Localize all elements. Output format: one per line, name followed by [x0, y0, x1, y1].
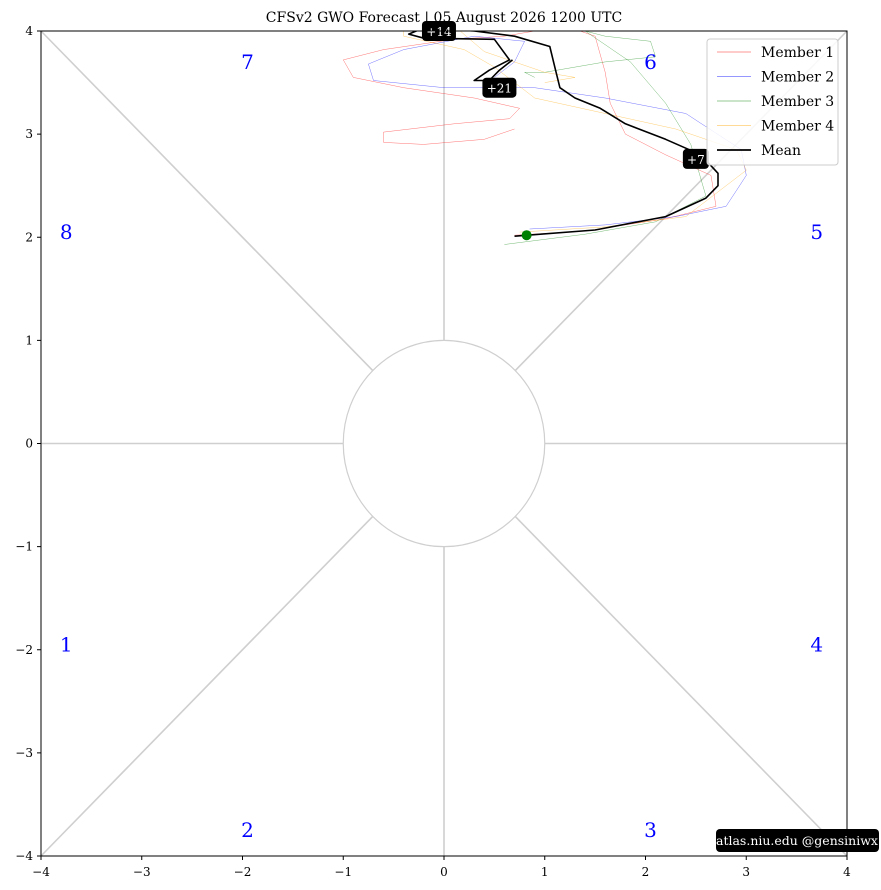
x-tick-label: −1 — [334, 865, 352, 879]
phase-guides — [40, 30, 848, 857]
guide-line — [514, 515, 848, 857]
x-tick-label: 3 — [742, 865, 750, 879]
phase-labels: 1 2 3 4 5 6 7 8 — [60, 50, 823, 842]
phase-label: 1 — [60, 633, 73, 657]
start-point-marker — [521, 230, 532, 241]
x-tick-label: 2 — [642, 865, 650, 879]
guide-line — [40, 30, 374, 372]
x-tick-label: −4 — [32, 865, 50, 879]
x-tick-label: 1 — [541, 865, 549, 879]
y-tick-label: 4 — [25, 24, 33, 38]
y-tick-label: 2 — [25, 230, 33, 244]
chart-title: CFSv2 GWO Forecast | 05 August 2026 1200… — [266, 10, 622, 26]
y-tick-label: −3 — [15, 746, 33, 760]
phase-label: 6 — [644, 50, 657, 74]
legend-label: Member 3 — [761, 94, 834, 110]
legend-label: Member 2 — [761, 70, 834, 86]
watermark-text: atlas.niu.edu @gensiniwx — [716, 833, 878, 848]
annotation-box — [682, 148, 709, 169]
annotation-box — [482, 77, 517, 98]
series-line — [403, 31, 747, 233]
y-tick-label: −2 — [15, 643, 33, 657]
y-tick-label: −4 — [15, 849, 33, 863]
phase-label: 4 — [810, 633, 823, 657]
legend-label: Member 4 — [761, 119, 834, 135]
annotation-label: +21 — [487, 82, 512, 96]
x-axis-ticks: −4 −3 −2 −1 0 1 2 3 4 — [32, 856, 851, 879]
series-line — [407, 31, 719, 237]
phase-label: 5 — [810, 220, 823, 244]
phase-label: 7 — [241, 50, 254, 74]
y-tick-label: −1 — [15, 540, 33, 554]
y-tick-label: 3 — [25, 127, 33, 141]
y-tick-label: 0 — [25, 437, 33, 451]
watermark-box — [716, 829, 879, 852]
phase-label: 3 — [644, 818, 657, 842]
annotation-label: +7 — [687, 153, 705, 167]
phase-label: 8 — [60, 220, 73, 244]
watermark: atlas.niu.edu @gensiniwx — [716, 829, 879, 852]
x-tick-label: −2 — [234, 865, 252, 879]
legend: Member 1 Member 2 Member 3 Member 4 Mean — [706, 38, 839, 166]
phase-label: 2 — [241, 818, 254, 842]
x-tick-label: 0 — [440, 865, 448, 879]
x-tick-label: 4 — [843, 865, 851, 879]
x-tick-label: −3 — [133, 865, 151, 879]
y-tick-label: 1 — [25, 333, 33, 347]
series-line — [343, 31, 717, 236]
annotation-layer: +7 +14 +21 — [421, 21, 709, 169]
legend-box — [706, 38, 839, 166]
series-layer — [343, 31, 747, 245]
unit-circle — [342, 339, 546, 548]
legend-label: Member 1 — [761, 45, 834, 61]
series-line — [368, 35, 747, 230]
guide-line — [40, 515, 374, 857]
y-axis-ticks: −4 −3 −2 −1 0 1 2 3 4 — [15, 24, 41, 863]
legend-label: Mean — [761, 143, 801, 159]
annotation-label: +14 — [426, 25, 452, 39]
